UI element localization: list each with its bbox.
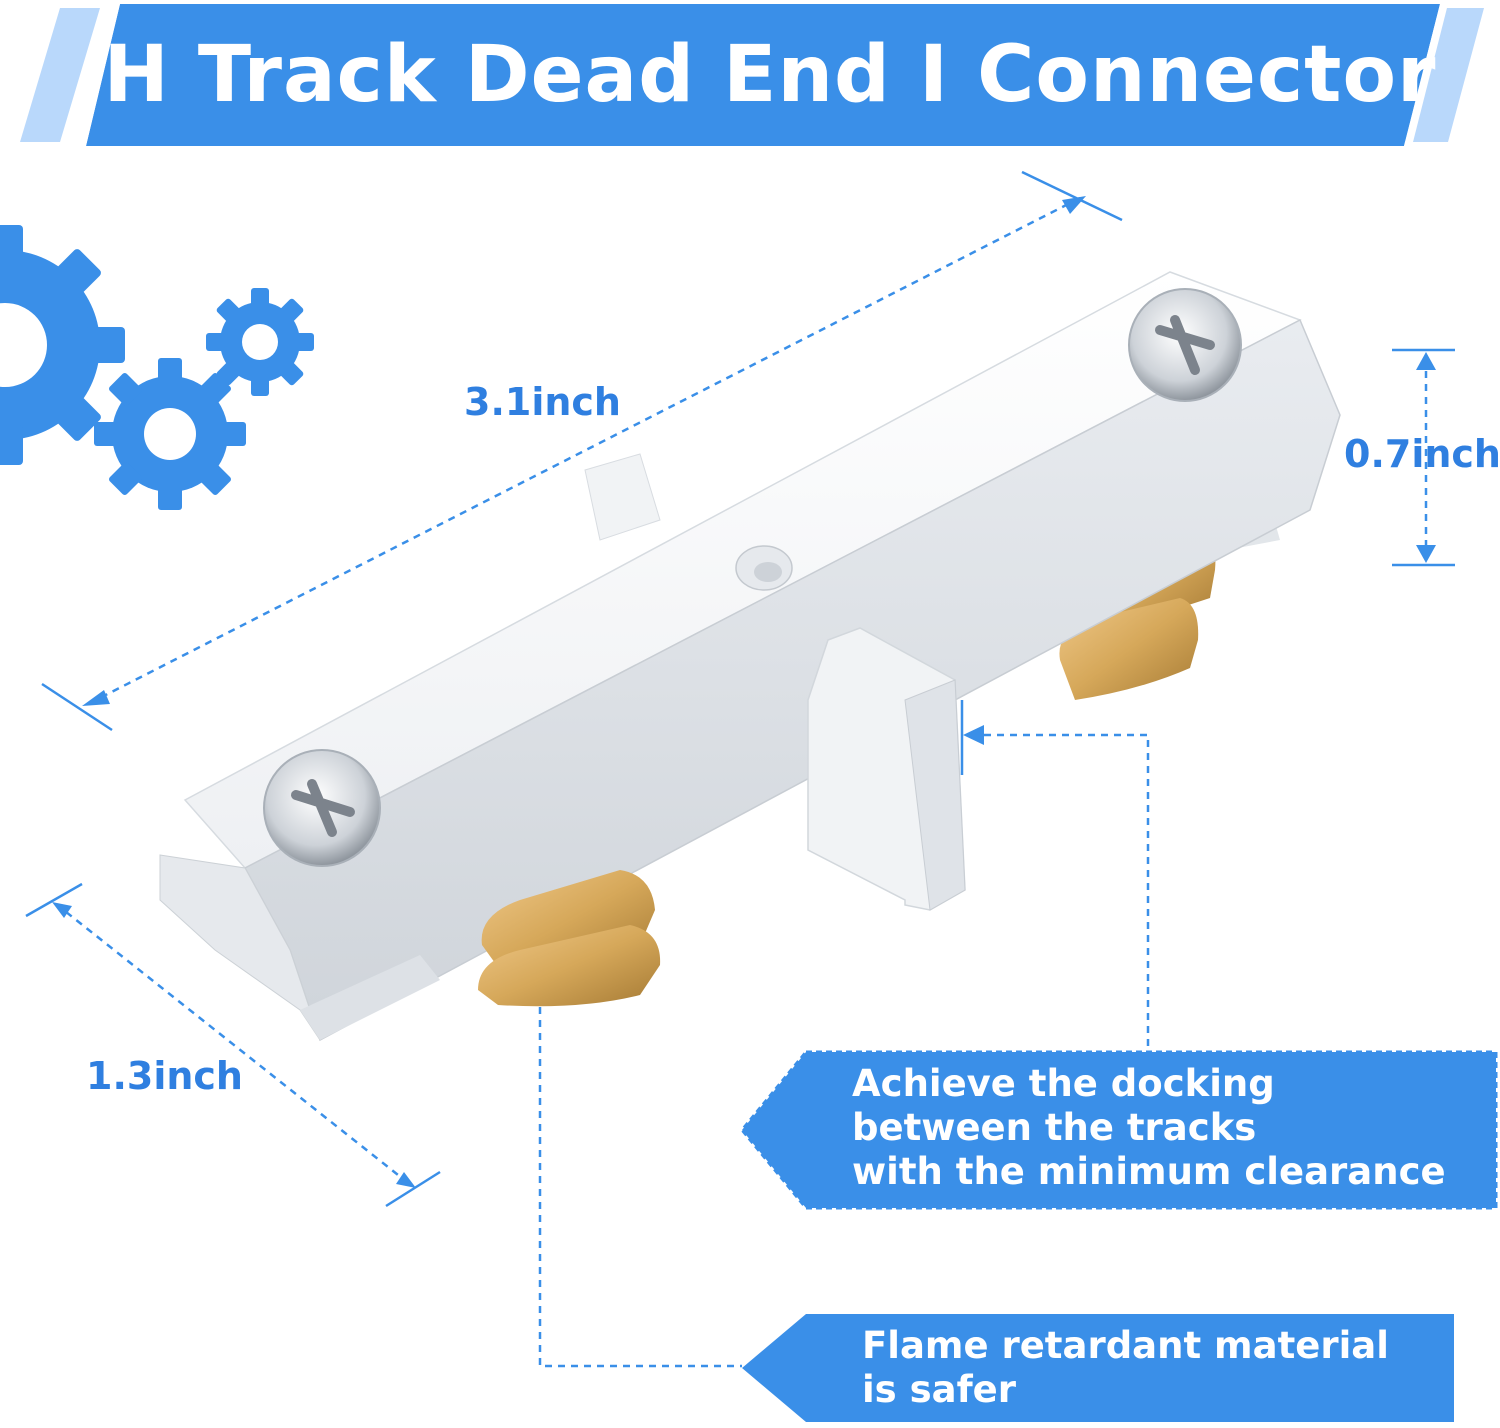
gear-small-icon: [206, 288, 314, 396]
length-label: 3.1inch: [464, 380, 621, 424]
width-dimension-line: [25, 882, 441, 1208]
callout-docking-line-2: between the tracks: [852, 1106, 1257, 1149]
gear-medium-icon: [94, 358, 246, 510]
page-title: H Track Dead End I Connector: [103, 30, 1437, 120]
callout-material-line-2: is safer: [862, 1368, 1017, 1411]
length-dimension-line: [41, 170, 1123, 732]
callout-docking-text: Achieve the docking between the tracks w…: [852, 1062, 1446, 1194]
screw-back-icon: [1128, 288, 1242, 402]
callout-material-text: Flame retardant material is safer: [862, 1324, 1389, 1412]
callout-docking-line-1: Achieve the docking: [852, 1062, 1275, 1105]
callout-material-box: [742, 1314, 1454, 1422]
callout-docking-box: [740, 1050, 1498, 1210]
callout-docking-line-3: with the minimum clearance: [852, 1150, 1446, 1193]
gear-large-icon: [0, 225, 125, 465]
width-label: 1.3inch: [86, 1054, 243, 1098]
callout-material-line-1: Flame retardant material: [862, 1324, 1389, 1367]
height-label: 0.7inch: [1344, 432, 1500, 476]
brass-contact-front: [478, 870, 661, 1007]
screw-front-icon: [263, 749, 381, 867]
title-banner: [20, 4, 1484, 146]
height-dimension-line: [1392, 348, 1455, 567]
connector-body: [159, 271, 1341, 1042]
